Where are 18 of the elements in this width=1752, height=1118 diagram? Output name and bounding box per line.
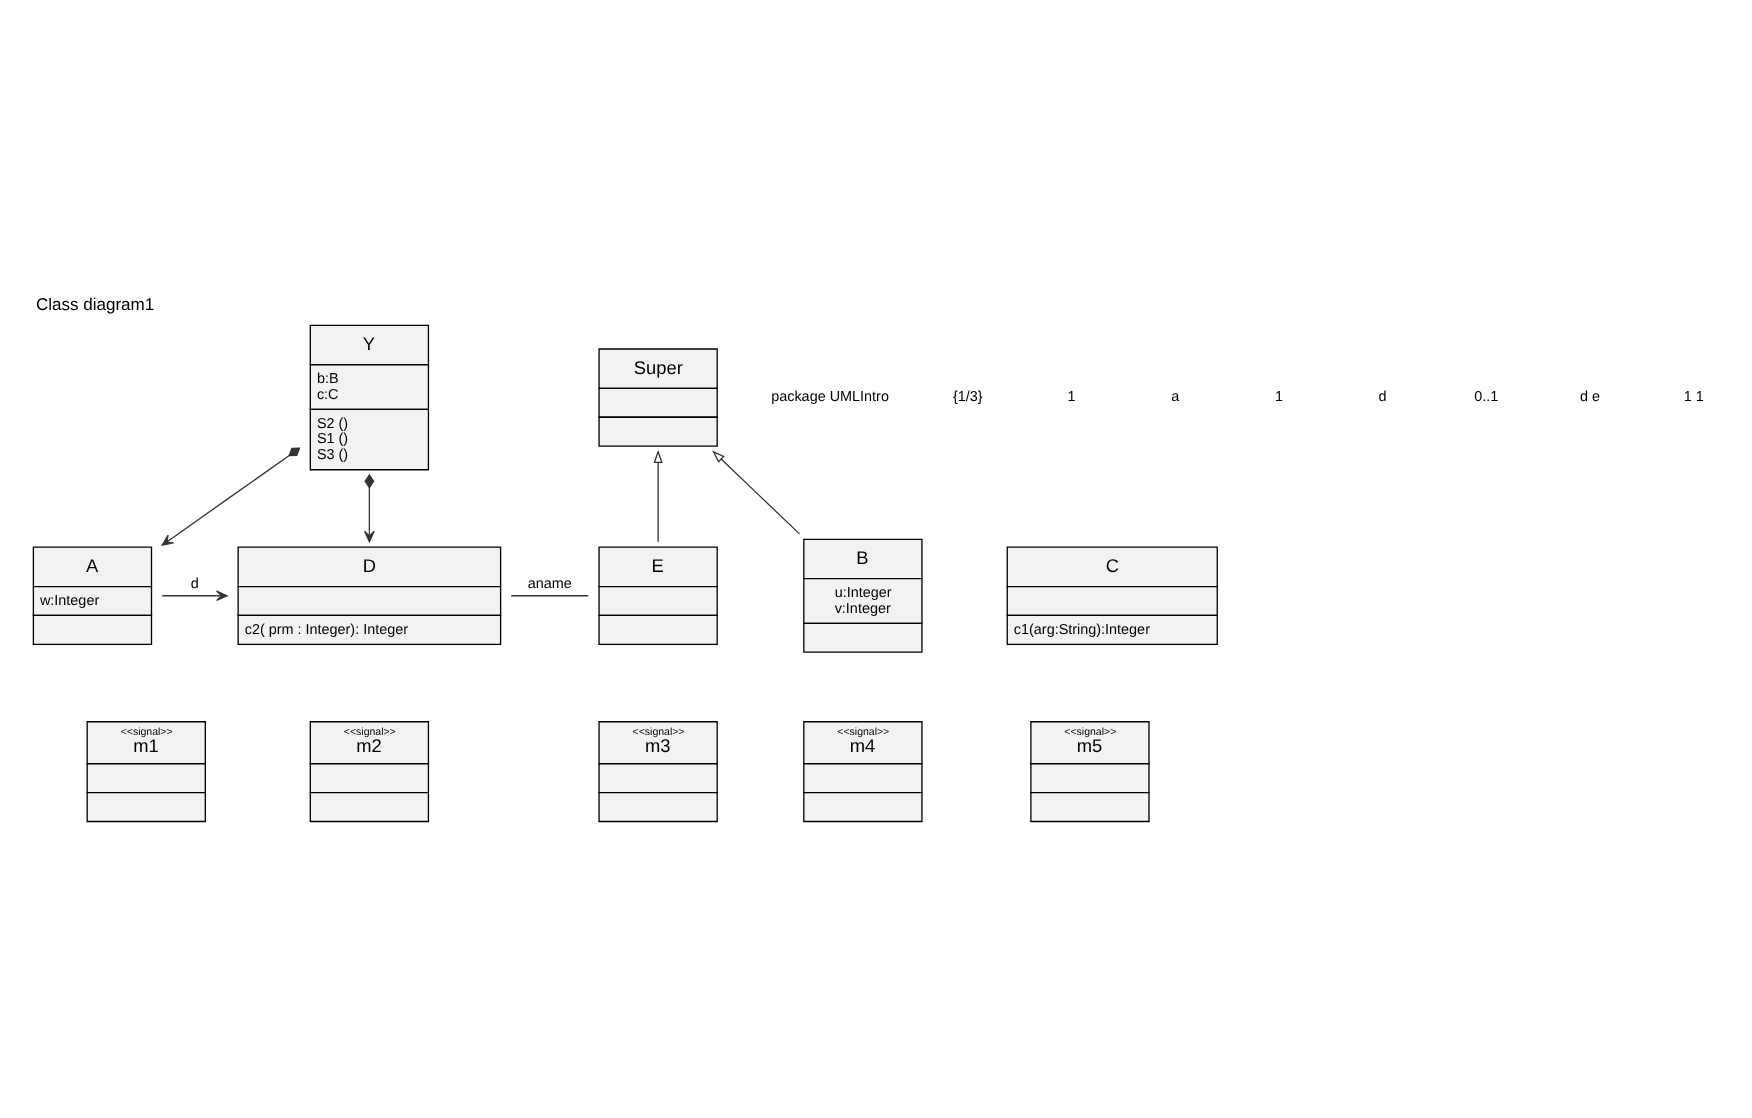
label: 1 [1274,387,1283,406]
edge-label: aname [527,573,572,592]
connector [510,595,589,597]
arrow [161,447,301,546]
arrow [712,450,801,535]
label: d e [1579,387,1601,406]
label: {1/3} [953,387,983,406]
label: 1 [1067,387,1076,406]
diagram-title: Class diagram1 [35,294,155,315]
label: 1 1 [1683,387,1704,406]
arrow [653,449,663,543]
label: package UMLIntro [771,387,889,406]
edge-label: d [190,573,199,592]
label: d [1378,387,1387,406]
arrow [161,590,228,602]
label: 0..1 [1474,387,1499,406]
label: a [1171,387,1180,406]
arrow [364,473,375,543]
